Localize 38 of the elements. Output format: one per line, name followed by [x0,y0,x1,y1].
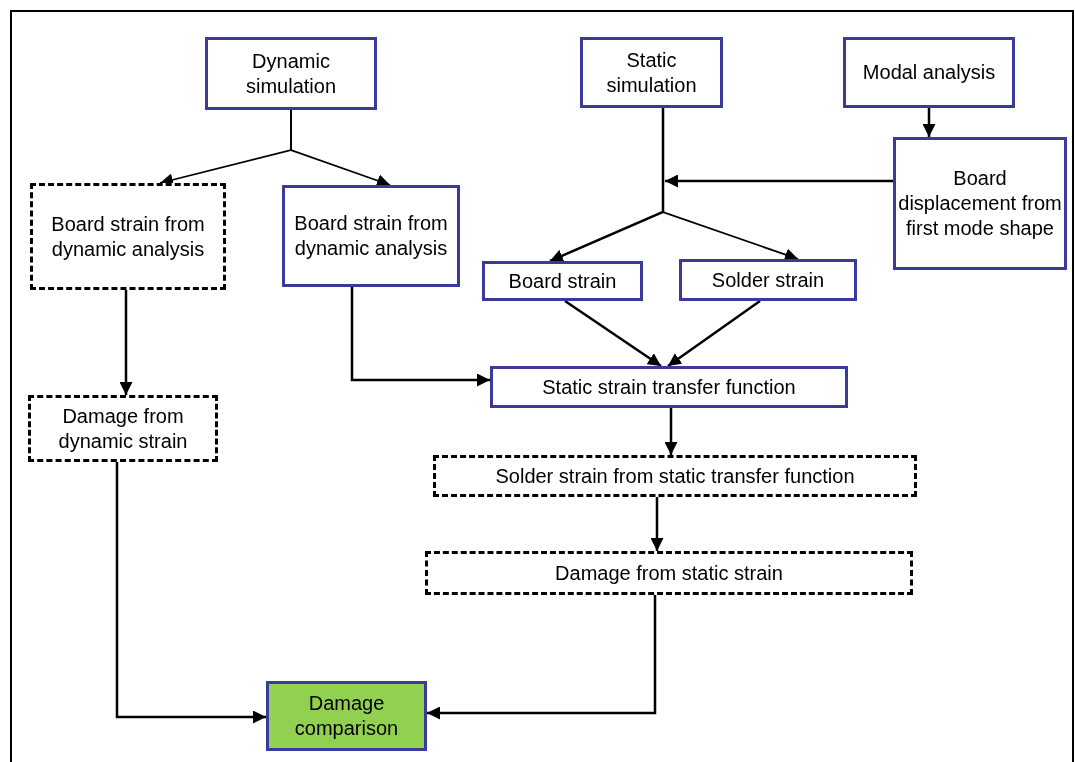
arrow [662,107,799,261]
arrow [665,174,893,188]
arrow [290,109,391,187]
process-box [580,37,723,108]
dashed-process-box [433,455,917,497]
dashed-process-box [30,183,226,290]
dashed-process-box [28,395,218,462]
box-label: Damage comparison [293,691,400,741]
arrow [664,408,678,455]
box-label: Dynamic simulation [244,48,337,99]
arrow [922,108,936,137]
process-box [482,261,643,301]
process-box [205,37,377,110]
process-box [282,185,460,287]
box-label: Modal analysis [862,60,996,85]
box-label: Solder strain from static transfer function [495,463,855,489]
box-label: Solder strain [711,267,825,293]
process-box [679,259,857,301]
process-box [266,681,427,751]
arrow [564,299,662,368]
process-box [490,366,848,408]
box-label: Board strain from dynamic analysis [50,211,206,262]
dashed-process-box [425,551,913,595]
box-label: Static strain transfer function [542,374,796,400]
process-box [843,37,1015,108]
box-label: Static simulation [605,47,698,98]
box-label: Board strain from dynamic analysis [293,211,449,261]
arrow [115,462,266,724]
arrow [650,497,664,551]
arrow [350,287,490,387]
box-label: Board strain [508,268,617,294]
box-label: Board displacement from first mode shape [897,166,1063,241]
arrow [427,595,657,720]
arrow [119,290,133,395]
process-box [893,137,1067,270]
arrow [667,299,761,368]
box-label: Damage from static strain [555,560,783,586]
box-label: Damage from dynamic strain [57,403,189,454]
